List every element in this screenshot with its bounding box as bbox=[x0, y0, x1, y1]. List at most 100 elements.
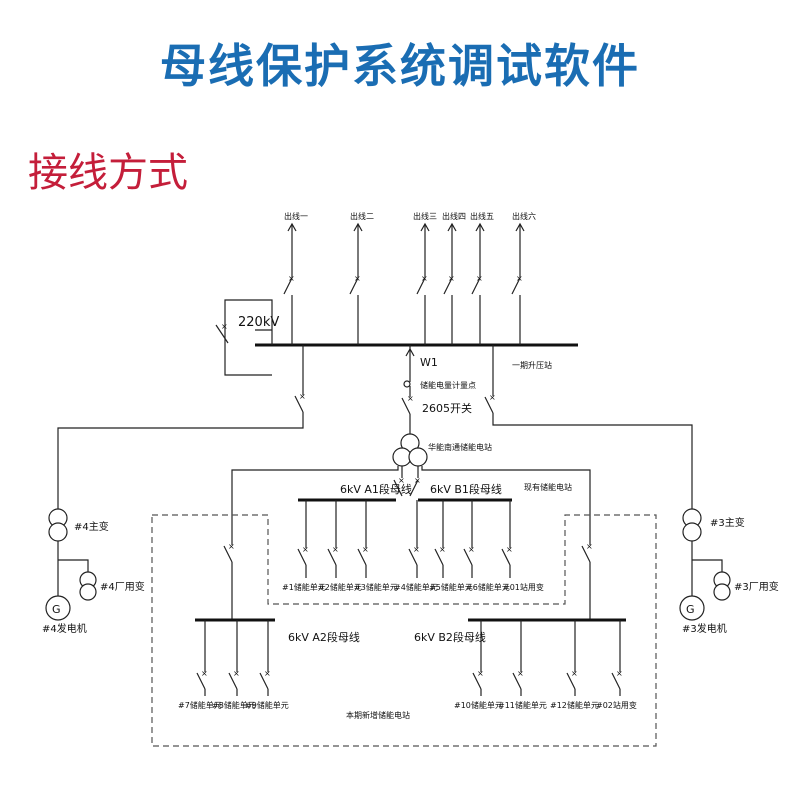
main-transformer-4-label: #4主变 bbox=[74, 520, 109, 533]
feeder-a1-2: × #2储能单元 bbox=[318, 500, 362, 592]
generator-4-label: #4发电机 bbox=[42, 622, 87, 635]
feeder-out-5: × 出线五 bbox=[470, 211, 494, 345]
feeder-b1-3: × #6储能单元 bbox=[463, 500, 510, 592]
feeder-a2-3: × #9储能单元 bbox=[245, 620, 289, 710]
feeder-out-4-label: 出线四 bbox=[442, 211, 466, 221]
svg-text:×: × bbox=[571, 669, 578, 678]
feeder-out-1-label: 出线一 bbox=[284, 211, 308, 221]
section-title: 接线方式 bbox=[28, 150, 188, 196]
feeder-a1-3: × #3储能单元 bbox=[354, 500, 398, 592]
generator-4 bbox=[45, 595, 71, 621]
aux-transformer-4-label: #4厂用变 bbox=[100, 580, 145, 593]
feeder-out-4: × 出线四 bbox=[442, 211, 466, 345]
svg-text:×: × bbox=[586, 542, 593, 551]
new-storage-boundary bbox=[151, 514, 657, 747]
svg-text:×: × bbox=[201, 669, 208, 678]
bus-a1-label: 6kV A1段母线 bbox=[340, 482, 412, 496]
svg-text:×: × bbox=[439, 545, 446, 554]
svg-text:×: × bbox=[228, 542, 235, 551]
feeder-b2-1-label: #10储能单元 bbox=[454, 700, 503, 710]
feeder-out-1: × 出线一 bbox=[283, 211, 308, 345]
svg-text:×: × bbox=[354, 274, 361, 283]
feeder-out-3: × 出线三 bbox=[413, 211, 437, 345]
generator-3 bbox=[679, 595, 705, 621]
w1-label: W1 bbox=[420, 356, 438, 369]
metering-point bbox=[403, 380, 411, 388]
existing-storage-label: 现有储能电站 bbox=[524, 482, 572, 492]
page-title: 母线保护系统调试软件 bbox=[160, 39, 640, 93]
outgoing-feeders: × 出线一 × 出线二 × 出线三 × 出线四 bbox=[283, 211, 536, 345]
feeder-b2-3: × #12储能单元 bbox=[550, 620, 599, 710]
storage-station-upper-label: 华能南通储能电站 bbox=[428, 442, 492, 452]
main-transformer-3-label: #3主变 bbox=[710, 516, 745, 529]
feeder-b2-2-label: #11储能单元 bbox=[498, 700, 547, 710]
svg-text:×: × bbox=[468, 545, 475, 554]
bus-b1-label: 6kV B1段母线 bbox=[430, 482, 502, 496]
feeder-a2-3-label: #9储能单元 bbox=[245, 700, 289, 710]
feeder-b1-4: × #01站用变 bbox=[501, 500, 544, 592]
bus-220kv-label: 220kV bbox=[238, 315, 279, 330]
feeder-a2-2: × #8储能单元 bbox=[212, 620, 256, 710]
svg-text:×: × bbox=[299, 392, 306, 401]
main-transformer-4 bbox=[48, 508, 68, 542]
feeders-b2: × #10储能单元 × #11储能单元 × #12储能单元 × #02站用变 bbox=[454, 620, 637, 710]
svg-text:×: × bbox=[477, 669, 484, 678]
feeder-a1-1-label: #1储能单元 bbox=[282, 582, 326, 592]
svg-text:G: G bbox=[52, 603, 61, 616]
feeder-b2-3-label: #12储能单元 bbox=[550, 700, 599, 710]
feeder-out-3-label: 出线三 bbox=[413, 211, 437, 221]
feeder-b1-3-label: #6储能单元 bbox=[466, 582, 510, 592]
svg-text:×: × bbox=[288, 274, 295, 283]
aux-transformer-4 bbox=[79, 571, 97, 601]
main-transformer-3 bbox=[682, 508, 702, 542]
feeder-out-6-label: 出线六 bbox=[512, 211, 536, 221]
feeder-b2-2: × #11储能单元 bbox=[498, 620, 547, 710]
feeders-a1: × #1储能单元 × #2储能单元 × #3储能单元 bbox=[282, 500, 398, 592]
feeder-b2-4-label: #02站用变 bbox=[596, 700, 637, 710]
feeder-a2-1-label: #7储能单元 bbox=[178, 700, 222, 710]
svg-text:G: G bbox=[686, 603, 695, 616]
svg-text:×: × bbox=[506, 545, 513, 554]
metering-point-label: 储能电量计量点 bbox=[420, 380, 476, 390]
svg-text:×: × bbox=[448, 274, 455, 283]
svg-text:×: × bbox=[616, 669, 623, 678]
svg-text:×: × bbox=[414, 476, 421, 485]
svg-text:×: × bbox=[476, 274, 483, 283]
feeder-b1-2: × #5储能单元 bbox=[429, 500, 473, 592]
new-storage-label: 本期新增储能电站 bbox=[346, 710, 410, 720]
feeder-b2-4: × #02站用变 bbox=[596, 620, 637, 710]
tie-line-label: 一期升压站 bbox=[512, 360, 552, 370]
svg-text:×: × bbox=[398, 476, 405, 485]
svg-text:×: × bbox=[407, 394, 414, 403]
feeder-b2-1: × #10储能单元 bbox=[454, 620, 503, 710]
bypass-switch-x: × bbox=[221, 322, 228, 331]
svg-text:×: × bbox=[233, 669, 240, 678]
feeders-a2: × #7储能单元 × #8储能单元 × #9储能单元 bbox=[178, 620, 289, 710]
aux-transformer-3-label: #3厂用变 bbox=[734, 580, 779, 593]
aux-transformer-3 bbox=[713, 571, 731, 601]
feeder-a1-2-label: #2储能单元 bbox=[318, 582, 362, 592]
svg-text:×: × bbox=[362, 545, 369, 554]
feeders-b1: × #4储能单元 × #5储能单元 × #6储能单元 × #01站用变 bbox=[394, 500, 544, 592]
feeder-a1-1: × #1储能单元 bbox=[282, 500, 326, 592]
storage-transformer bbox=[392, 433, 428, 467]
feeder-b1-4-label: #01站用变 bbox=[503, 582, 544, 592]
feeder-b1-1: × #4储能单元 bbox=[394, 500, 438, 592]
svg-text:×: × bbox=[332, 545, 339, 554]
feeder-b1-1-label: #4储能单元 bbox=[394, 582, 438, 592]
switch-2605 bbox=[401, 397, 411, 415]
svg-text:×: × bbox=[302, 545, 309, 554]
feeder-a2-2-label: #8储能单元 bbox=[212, 700, 256, 710]
svg-text:×: × bbox=[516, 274, 523, 283]
feeder-out-2: × 出线二 bbox=[349, 211, 374, 345]
generator-3-label: #3发电机 bbox=[682, 622, 727, 635]
bus-a2-label: 6kV A2段母线 bbox=[288, 630, 360, 644]
feeder-a2-1: × #7储能单元 bbox=[178, 620, 222, 710]
feeder-out-5-label: 出线五 bbox=[470, 211, 494, 221]
switch-2605-label: 2605开关 bbox=[422, 401, 472, 415]
svg-text:×: × bbox=[264, 669, 271, 678]
feeder-b1-2-label: #5储能单元 bbox=[429, 582, 473, 592]
svg-text:×: × bbox=[517, 669, 524, 678]
feeder-out-2-label: 出线二 bbox=[350, 211, 374, 221]
